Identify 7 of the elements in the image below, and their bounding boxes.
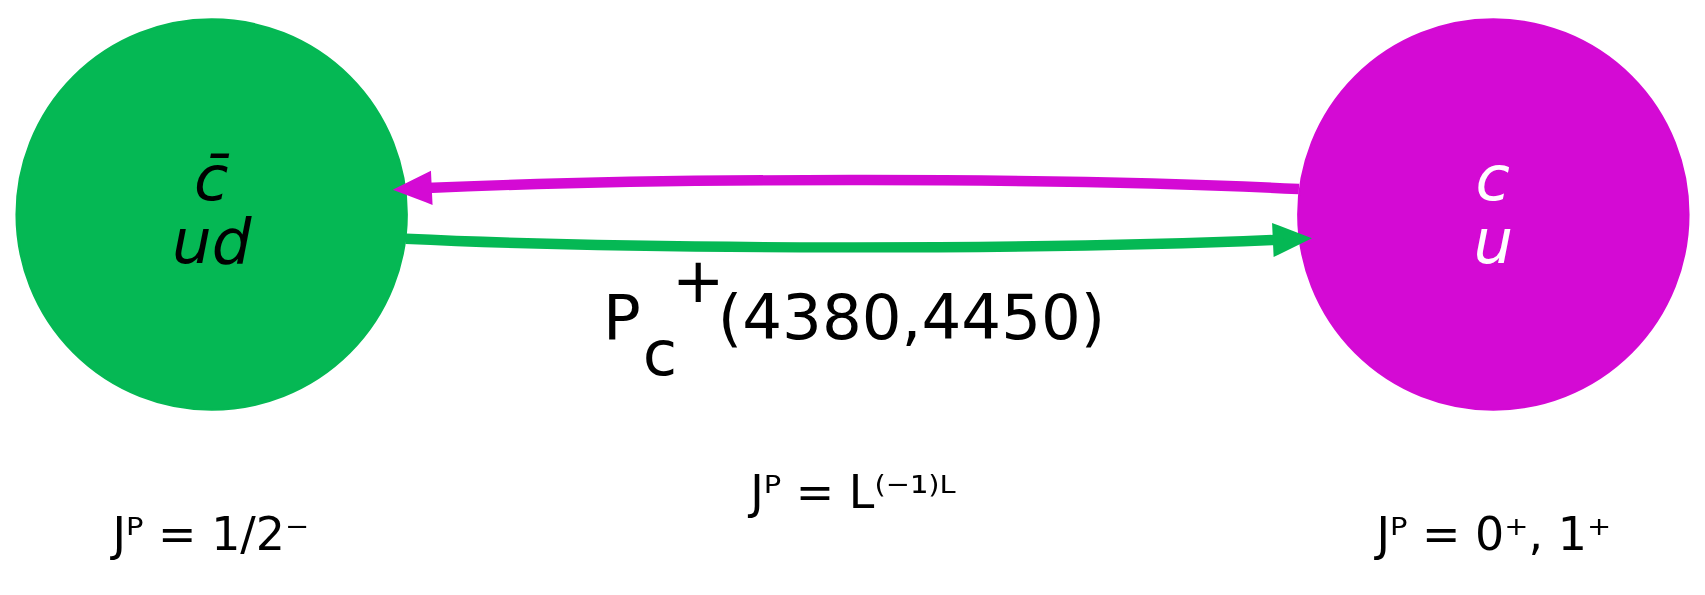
arrow [392, 170, 1300, 205]
label: Jᴾ = L⁽⁻¹⁾ᴸ [750, 465, 956, 520]
node-label: Jᴾ = 1/2⁻ [112, 506, 310, 561]
arrow [405, 222, 1312, 258]
node-label: Jᴾ = 0⁺, 1⁺ [1376, 506, 1612, 561]
node-circle: c u [1297, 18, 1690, 411]
node-circle: c̄ ud [15, 18, 408, 411]
